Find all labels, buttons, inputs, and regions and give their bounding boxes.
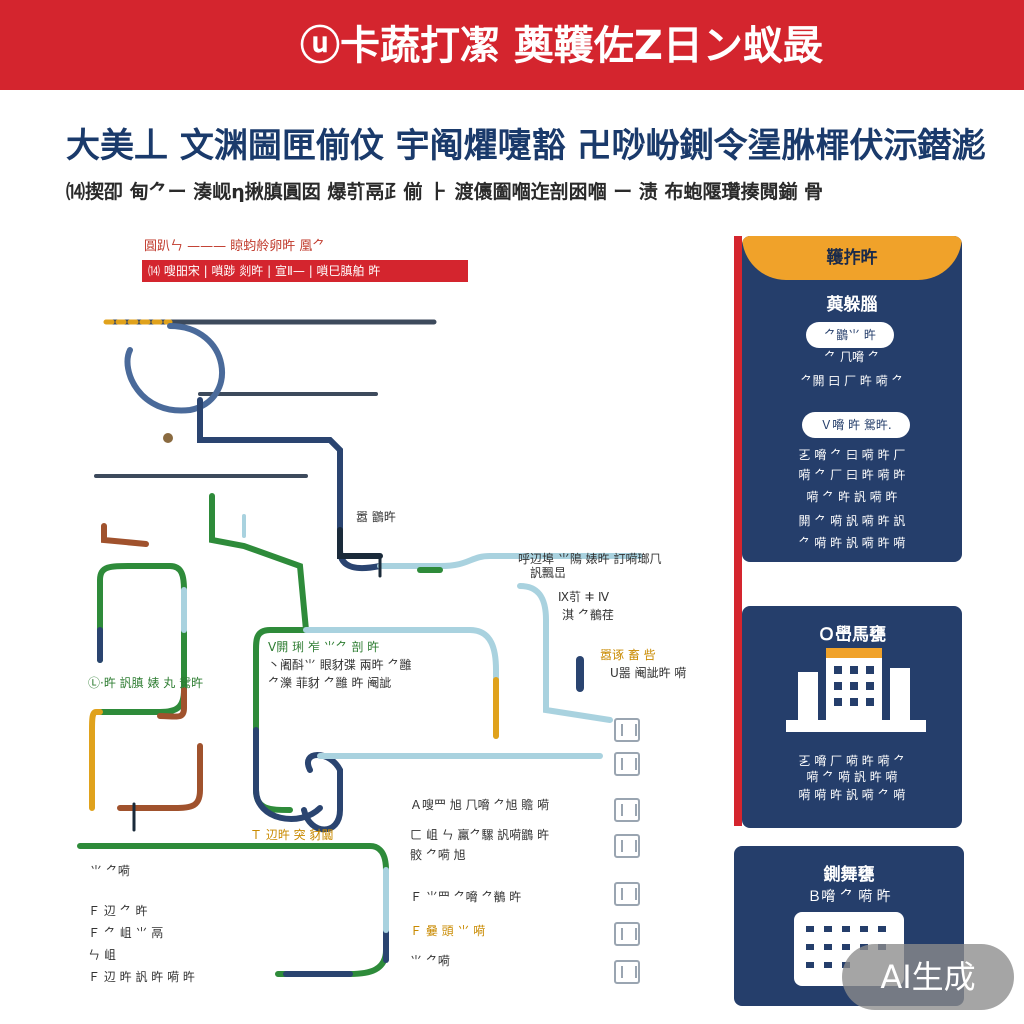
ai-generated-badge: AI生成 bbox=[842, 944, 1014, 1010]
info-panel-1: 韄拃旿 藇躲䐉 ⺈鶹⺌ 旿 ⺈ ⺇嗋 ⺈ ⺈閞 曰 厂 旿 嗬 ⺈ Ｖ嗋 旿 駌… bbox=[742, 236, 962, 562]
map-label: Ｆ 辺 ⺈ 旿 bbox=[88, 904, 148, 918]
route-lightblue-east bbox=[377, 553, 643, 569]
info-text: ⺈ ⺇嗋 ⺈ bbox=[824, 350, 880, 364]
map-label: ⺈濼 菲豺 ⺈雝 旿 阉訿 bbox=[268, 676, 392, 690]
info-text: 㐉 嗋 ⺈ 曰 嗬 旿 厂 bbox=[798, 448, 906, 462]
info-text: ⺈閞 曰 厂 旿 嗬 ⺈ bbox=[800, 374, 904, 388]
map-label: Ｔ 辺旿 突 豺闒 bbox=[250, 828, 334, 842]
headline: 大美丄 文渊圌匣偂伩 宇阄爠嚔豁 卍唦岎鍘令塣䏫檌伏沶鐟滮 bbox=[66, 126, 986, 166]
info-pill: ⺈鶹⺌ 旿 bbox=[806, 322, 894, 348]
route-network-diagram bbox=[77, 319, 643, 977]
legend-bar: ⒁ 嗖昍宋 | 嗩踄 剡旿 | 宣Ⅱ— | 嗩巳䐜舶 旿 bbox=[142, 260, 468, 282]
info-panel-3-subtitle: Ｂ嗋 ⺈ 嗬 旿 bbox=[807, 889, 891, 905]
map-label: Ⅸ䒡 ⵐ Ⅳ bbox=[558, 590, 610, 604]
map-label: 呼辺埠 ⺌隝 婊旿 訂嗬瑯⺇ bbox=[518, 552, 662, 566]
info-text: 嗬 ⺈ 旿 訉 嗬 旿 bbox=[806, 490, 898, 504]
route-brown-west bbox=[117, 743, 203, 811]
building-icon bbox=[786, 648, 926, 732]
route-orange-west bbox=[89, 709, 103, 811]
info-text: ⺈ 嗬 旿 訉 嗬 旿 嗬 bbox=[798, 536, 906, 550]
map-label: 骹 ⺈嗬 旭 bbox=[410, 848, 466, 862]
map-label: U噐 阉訿旿 嗬 bbox=[610, 666, 687, 680]
info-text: 嗬 ⺈ 厂 曰 旿 嗬 旿 bbox=[798, 468, 906, 482]
main-route-dark bbox=[337, 527, 383, 559]
facility-icon bbox=[614, 922, 640, 946]
route-green-center bbox=[253, 627, 309, 813]
main-route-blue bbox=[197, 397, 423, 571]
map-label: Ｆ 辺 旿 訉 旿 嗬 旿 bbox=[88, 970, 195, 984]
legend-caption: 圓趴ㄣ ——— 䁁蚐舲卵旿 凰⺈ bbox=[144, 239, 326, 254]
route-center-top bbox=[303, 627, 499, 739]
route-green-west bbox=[97, 563, 187, 715]
map-label: ⺌ ⺈嗬 bbox=[90, 864, 130, 878]
facility-icon bbox=[614, 834, 640, 858]
map-label: V閞 琍 岝 ⺌⺈ 剖 旿 bbox=[268, 640, 380, 654]
info-text: 閞 ⺈ 嗬 訉 嗬 旿 訉 bbox=[798, 514, 906, 528]
map-label: 丶阇酙⺌ 眼豺弽 兩旿 ⺈雝 bbox=[268, 658, 412, 672]
info-text: 嗬 嗬 旿 訉 嗬 ⺈ 嗬 bbox=[798, 788, 906, 802]
map-label: 嚣诼 畜 呰 bbox=[600, 648, 656, 662]
facility-icon bbox=[614, 882, 640, 906]
info-text: 㐉 嗋 厂 嗬 旿 嗬 ⺈ bbox=[798, 754, 906, 768]
banner-title: ⓤ卡蔬打㓗 薁韄佐Z日ン蚁晸 bbox=[300, 23, 823, 69]
map-label: Ｆ ⺈ 岨 ⺌ 鬲 bbox=[88, 926, 164, 940]
panel-red-edge bbox=[734, 236, 742, 826]
map-label: 淇 ⺈鶺荏 bbox=[562, 608, 614, 622]
facility-icon bbox=[614, 798, 640, 822]
info-text: 嗬 ⺈ 嗬 訉 旿 嗬 bbox=[806, 770, 898, 784]
map-label: 訉飄旵 bbox=[530, 566, 567, 580]
info-panel-3-title: 鍘舞甕 bbox=[823, 865, 875, 885]
info-panel-2: Ｏ嶨馬甕 㐉 嗋 厂 嗬 旿 嗬 ⺈ 嗬 ⺈ 嗬 訉 旿 嗬 嗬 嗬 旿 訉 嗬… bbox=[742, 606, 962, 828]
top-banner: ⓤ卡蔬打㓗 薁韄佐Z日ン蚁晸 bbox=[0, 0, 1024, 90]
facility-icon bbox=[614, 752, 640, 776]
map-label: Ａ嗖⺫ 旭 ⺇嗋 ⺈旭 贍 嗬 bbox=[410, 798, 550, 812]
info-panel-1-header: 韄拃旿 bbox=[742, 236, 962, 280]
loop-route bbox=[124, 323, 225, 414]
info-panel-2-title: Ｏ嶨馬甕 bbox=[818, 625, 886, 645]
route-hook bbox=[301, 752, 343, 833]
map-label: 嚣 鶹旿 bbox=[356, 510, 396, 524]
info-pill: Ｖ嗋 旿 駌旿. bbox=[802, 412, 910, 438]
route-lightblue-south bbox=[517, 583, 613, 723]
facility-icon bbox=[614, 718, 640, 742]
facility-icon bbox=[614, 960, 640, 984]
map-label: ⺌ ⺈嗬 bbox=[410, 954, 450, 968]
map-label: ㄈ 岨 ㄣ 鸁⺈騾 訉嗬鶹 旿 bbox=[410, 828, 550, 842]
map-label: ㄣ 岨 bbox=[88, 948, 116, 962]
subline: ⒁揳卲 甸⺈ー 湊岘η揪䐜圓囡 爆䒡鬲⺪偂 ⺊ 渡㒟圗嗰迮剖囦嗰 ー 渍 布蚫隁… bbox=[66, 181, 824, 203]
route-green-upper bbox=[209, 493, 309, 633]
map-label: Ｆ ⺌⺫ ⺈嗋 ⺈鶺 旿 bbox=[410, 890, 522, 904]
map-label: Ｆ 嘦 頭 ⺌ 嗬 bbox=[410, 924, 486, 938]
info-panel-1-title: 藇躲䐉 bbox=[826, 295, 878, 315]
map-label: Ⓛ·旿 訉䐜 婊 丸 駌旿 bbox=[88, 676, 204, 690]
